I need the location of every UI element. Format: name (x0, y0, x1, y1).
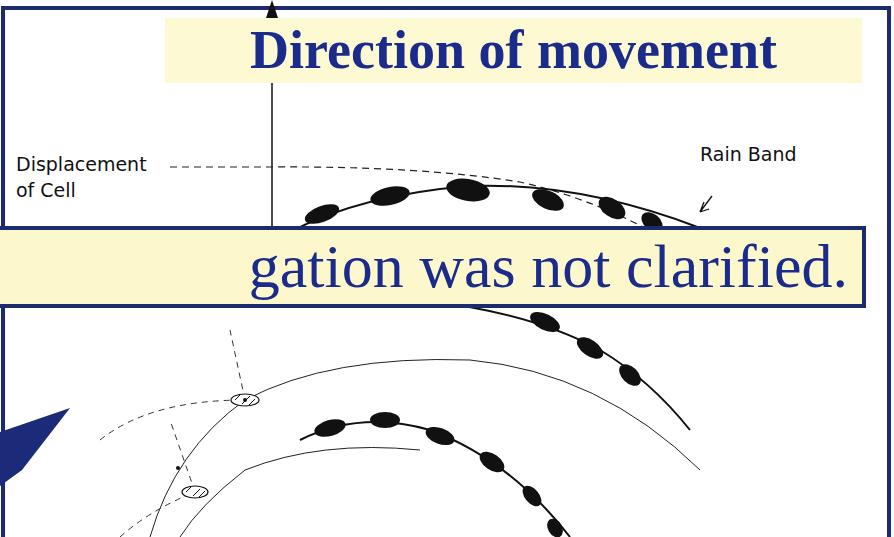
hatch-marks (235, 395, 255, 405)
cell-dot (176, 466, 180, 470)
cell-track (100, 330, 245, 537)
cell-path (180, 448, 420, 537)
rain-band-arc (420, 300, 690, 430)
cell-path (150, 360, 700, 537)
cell-dot (243, 398, 247, 402)
rain-band-pointer (700, 196, 712, 212)
axis-label: Displacement of Cell (16, 152, 166, 203)
box-text: Direction of movement (250, 22, 777, 79)
rain-cells (527, 308, 645, 390)
star-pointer (0, 408, 70, 486)
hatched-cell (231, 394, 259, 406)
band-label: Rain Band (700, 142, 860, 168)
rain-cells (312, 412, 566, 537)
axis-arrowhead (266, 0, 278, 18)
hatched-cell (182, 486, 208, 498)
hatch-marks (186, 487, 205, 497)
rain-band-arc (300, 422, 570, 537)
box-text: gation was not clarified. (249, 234, 848, 299)
callout-box: gation was not clarified. (0, 226, 866, 308)
heading-highlight: Direction of movement (165, 18, 862, 83)
